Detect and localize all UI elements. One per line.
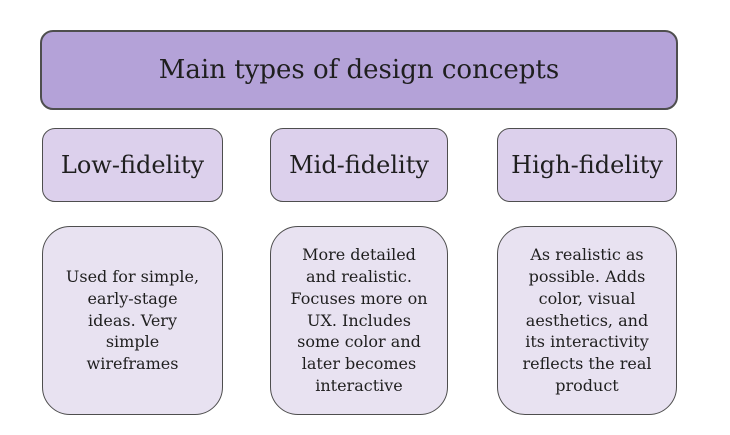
description-high-fidelity: As realistic as possible. Adds color, vi…	[522, 244, 652, 396]
label-box-high-fidelity: High-fidelity	[497, 128, 677, 202]
diagram-title-box: Main types of design concepts	[40, 30, 678, 110]
label-high-fidelity: High-fidelity	[511, 151, 663, 179]
label-box-mid-fidelity: Mid-fidelity	[270, 128, 448, 202]
description-box-high-fidelity: As realistic as possible. Adds color, vi…	[497, 226, 677, 415]
label-mid-fidelity: Mid-fidelity	[289, 151, 429, 179]
label-box-low-fidelity: Low-fidelity	[42, 128, 223, 202]
description-box-mid-fidelity: More detailed and realistic. Focuses mor…	[270, 226, 448, 415]
diagram-title: Main types of design concepts	[158, 55, 560, 85]
description-low-fidelity: Used for simple, early-stage ideas. Very…	[65, 266, 200, 374]
description-box-low-fidelity: Used for simple, early-stage ideas. Very…	[42, 226, 223, 415]
label-low-fidelity: Low-fidelity	[60, 151, 205, 179]
description-mid-fidelity: More detailed and realistic. Focuses mor…	[290, 244, 428, 396]
